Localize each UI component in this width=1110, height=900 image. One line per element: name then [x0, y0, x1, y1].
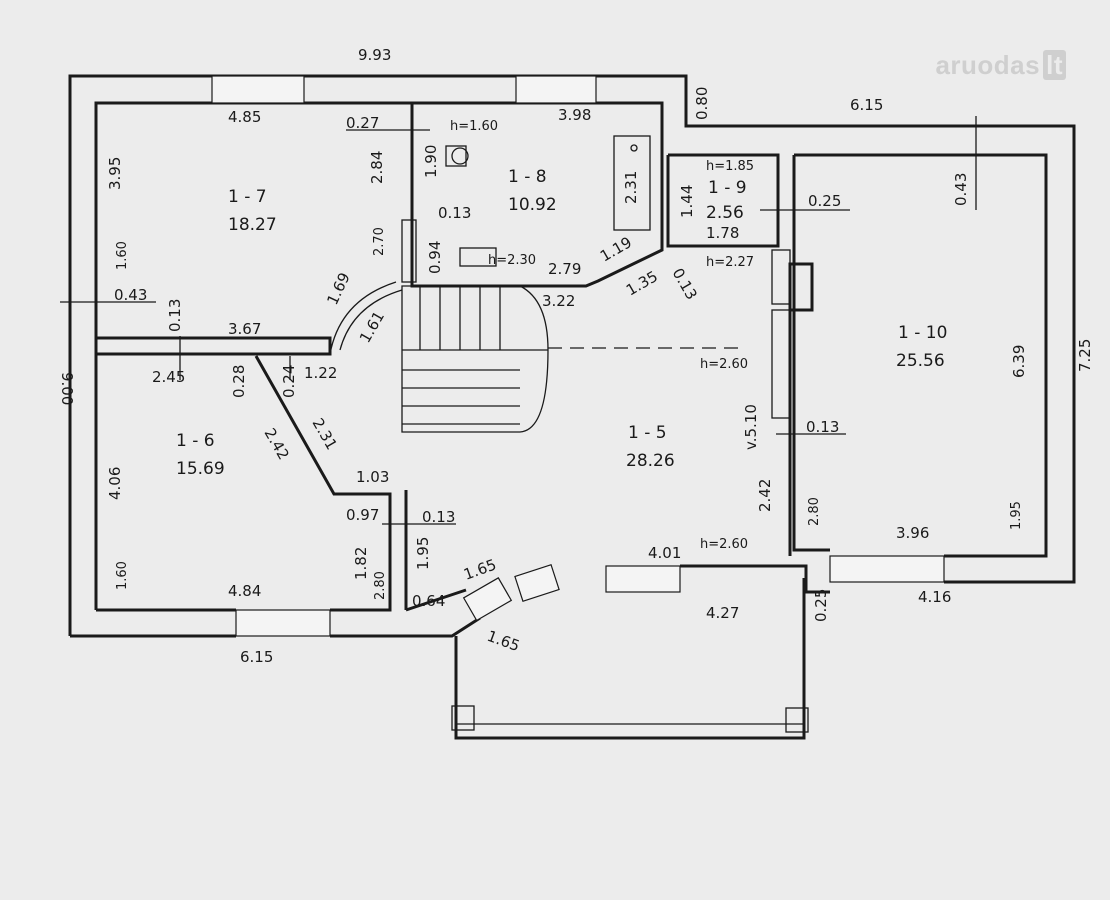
room-1-9-name: 1 - 9: [708, 178, 747, 198]
room-1-5-name: 1 - 5: [628, 423, 667, 443]
staircase: [329, 281, 740, 433]
dim-label: 4.84: [228, 582, 261, 600]
dim-label: 0.24: [280, 365, 298, 398]
dim-label: 1.60: [115, 241, 130, 270]
dim-label: 1.95: [414, 537, 432, 570]
dim-label: 1.44: [678, 185, 696, 218]
dim-label: 9.00: [58, 372, 76, 405]
dim-label: 1.60: [115, 561, 130, 590]
dim-label: 2.70: [372, 227, 387, 256]
dim-label: 2.42: [756, 479, 774, 512]
height-label: h=2.27: [706, 255, 754, 270]
dim-label: 1.82: [352, 547, 370, 580]
dim-label: 6.15: [240, 648, 273, 666]
dim-label: 6.39: [1010, 345, 1028, 378]
height-label: h=2.60: [700, 537, 748, 552]
dim-label: v.5.10: [742, 404, 760, 450]
dim-label: 0.28: [230, 365, 248, 398]
dim-label: 1.22: [304, 364, 337, 382]
height-label: h=2.60: [700, 357, 748, 372]
room-1-5-area: 28.26: [626, 451, 675, 471]
height-labels: h=1.60 h=1.85 h=2.30 h=2.27 h=2.60 h=2.6…: [450, 119, 754, 552]
room-labels: 1 - 7 18.27 1 - 8 10.92 1 - 9 2.56 1 - 1…: [176, 167, 947, 479]
dim-label: 0.64: [412, 592, 445, 610]
room-1-10-area: 25.56: [896, 351, 945, 371]
room-1-7-name: 1 - 7: [228, 187, 267, 207]
dim-label: 1.19: [597, 233, 635, 265]
dim-label: 4.06: [106, 467, 124, 500]
dim-label: 0.25: [808, 192, 841, 210]
dim-label: 0.97: [346, 506, 379, 524]
bathroom-fixtures: [445, 135, 651, 267]
dim-label: 0.25: [812, 589, 830, 622]
dim-label: 0.13: [806, 418, 839, 436]
dim-label: 0.43: [114, 286, 147, 304]
room-1-8-area: 10.92: [508, 195, 557, 215]
dim-label: 4.27: [706, 604, 739, 622]
watermark-tld: lt: [1043, 50, 1066, 80]
dim-label: 7.25: [1076, 339, 1094, 372]
dim-label: 0.43: [952, 173, 970, 206]
room-1-6-name: 1 - 6: [176, 431, 215, 451]
dim-label: 2.84: [368, 151, 386, 184]
dim-label: 9.93: [358, 46, 391, 64]
dim-label: 3.22: [542, 292, 575, 310]
dim-label: 2.79: [548, 260, 581, 278]
walls: [68, 74, 1076, 740]
dim-label: 4.16: [918, 588, 951, 606]
dimension-labels: 9.93 0.80 6.15 4.85 0.27 3.98 3.95 2.84 …: [58, 46, 1094, 666]
dim-label: 1.03: [356, 468, 389, 486]
dim-label: 6.15: [850, 96, 883, 114]
dim-label: 1.65: [461, 555, 499, 583]
dim-label: 0.80: [693, 87, 711, 120]
dim-label: 0.13: [438, 204, 471, 222]
dim-label: 0.13: [166, 299, 184, 332]
dim-label: 2.80: [373, 571, 388, 600]
dim-label: 3.96: [896, 524, 929, 542]
dim-label: 0.94: [426, 241, 444, 274]
room-1-10-name: 1 - 10: [898, 323, 947, 343]
dim-label: 3.95: [106, 157, 124, 190]
room-1-8-name: 1 - 8: [508, 167, 547, 187]
room-1-9-area: 2.56: [706, 203, 744, 223]
vent-blocks: [401, 219, 791, 419]
dim-label: 2.31: [622, 171, 640, 204]
porch-columns: [451, 705, 809, 733]
leader-lines: [60, 116, 977, 525]
dim-label: 1.35: [623, 267, 661, 299]
dim-label: 3.98: [558, 106, 591, 124]
room-1-7-area: 18.27: [228, 215, 277, 235]
dim-label: 2.42: [261, 425, 293, 463]
dim-label: 1.69: [323, 270, 353, 308]
dim-label: 0.27: [346, 114, 379, 132]
height-label: h=1.60: [450, 119, 498, 134]
dim-label: 1.78: [706, 224, 739, 242]
dim-label: 3.67: [228, 320, 261, 338]
dim-label: 4.85: [228, 108, 261, 126]
watermark-brand: aruodas: [935, 50, 1041, 80]
dim-label: 0.13: [422, 508, 455, 526]
height-label: h=2.30: [488, 253, 536, 268]
dim-label: 2.45: [152, 368, 185, 386]
dim-label: 2.80: [807, 497, 822, 526]
room-1-6-area: 15.69: [176, 459, 225, 479]
dim-label: 4.01: [648, 544, 681, 562]
dim-label: 1.95: [1009, 501, 1024, 530]
dim-label: 2.31: [309, 415, 341, 453]
windows: [211, 75, 945, 637]
height-label: h=1.85: [706, 159, 754, 174]
dim-label: 1.65: [485, 627, 523, 655]
dim-label: 0.13: [669, 265, 701, 303]
dim-label: 1.90: [422, 145, 440, 178]
